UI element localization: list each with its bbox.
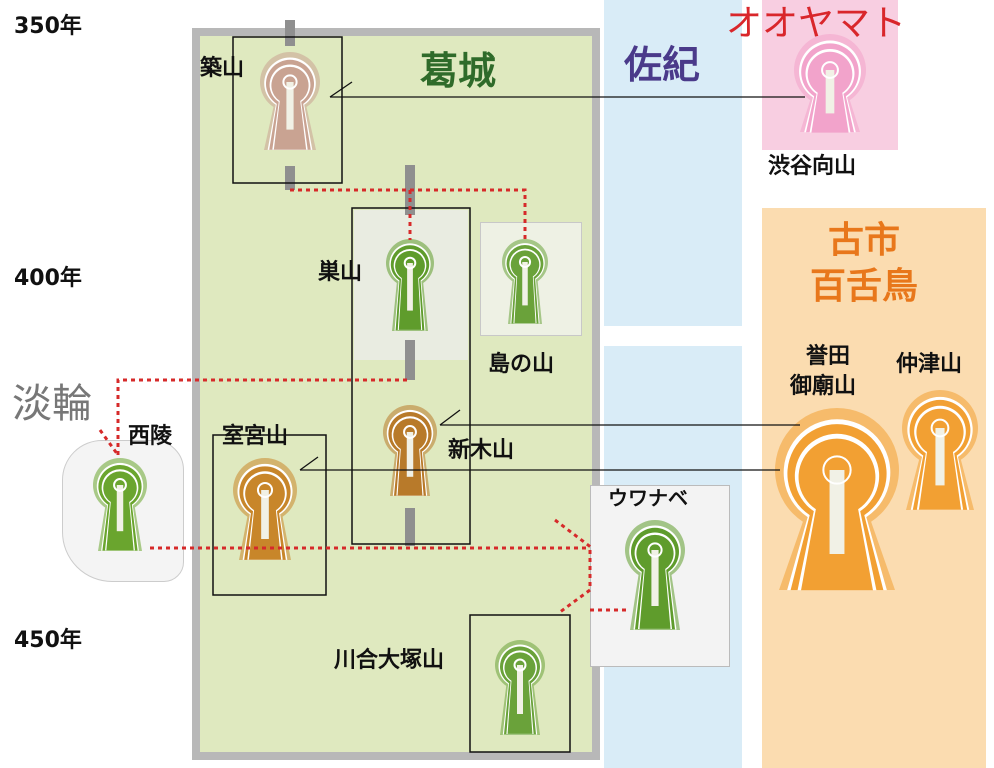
- gray-axis-bar: [405, 340, 415, 380]
- dotted-link-line: [559, 550, 592, 614]
- gray-axis-bar: [285, 166, 295, 190]
- shibutanimukaiyama-label: 渋谷向山: [768, 154, 857, 179]
- gray-axis-bar: [285, 20, 295, 46]
- nakatsuyama-center: [930, 418, 950, 438]
- nakatsuyama-stem: [935, 428, 945, 486]
- map-frame: [232, 36, 343, 184]
- kondagobyoyama-center: [822, 455, 852, 485]
- shimanoyama-label: 島の山: [488, 352, 555, 377]
- shibutanimukaiyama-mound: [794, 33, 866, 133]
- nishimisasagi-center: [113, 478, 127, 492]
- year-400: 400年: [14, 266, 82, 291]
- year-350: 350年: [14, 14, 82, 39]
- kondagobyoyama-mound: [774, 408, 899, 591]
- dotted-link-line: [554, 518, 593, 550]
- kondagobyoyama-label-2: 御廟山: [790, 374, 857, 399]
- suyama-stem: [407, 263, 413, 311]
- mozu-label: 百舌鳥: [810, 265, 919, 307]
- shinkiyama-mound: [382, 404, 437, 496]
- shibutanimukaiyama-center: [821, 61, 839, 79]
- kazuraki-region: [192, 28, 600, 760]
- kawaiotsukayama-center: [513, 658, 527, 672]
- saki-label: 佐紀: [624, 42, 701, 87]
- map-frame: [212, 434, 327, 596]
- suyama-label: 巣山: [318, 260, 363, 285]
- tsukiyama-mound: [260, 52, 320, 150]
- nishimisasagi-stem: [116, 485, 124, 532]
- shinkiyama-stem: [406, 432, 414, 477]
- suyama-mound: [386, 239, 434, 331]
- uwanabe-mound: [625, 520, 685, 630]
- tsukiyama-stem: [286, 82, 294, 130]
- nishimisasagi-label: 西陵: [128, 424, 173, 449]
- dotted-link-line: [290, 188, 527, 240]
- nishimisasagi-mound: [93, 458, 148, 551]
- uwanabe-stem: [651, 550, 659, 606]
- dotted-link-line: [116, 378, 410, 455]
- connector-line: [439, 409, 461, 426]
- nakatsuyama-label: 仲津山: [896, 352, 963, 377]
- kondagobyoyama-label-1: 誉田: [806, 344, 851, 369]
- shinkiyama-label: 新木山: [448, 438, 515, 463]
- muromiyayama-label: 室宮山: [222, 424, 289, 449]
- tsukiyama-center: [282, 74, 298, 90]
- tsukiyama-label: 築山: [200, 56, 245, 81]
- map-frame: [469, 614, 571, 753]
- kazuraki-label: 葛城: [420, 48, 497, 93]
- muromiyayama-stem: [261, 490, 269, 539]
- oyamato-label: オオヤマト: [726, 3, 907, 44]
- muromiyayama-mound: [233, 458, 297, 560]
- shibutanimukaiyama-stem: [825, 70, 835, 114]
- gray-axis-bar: [405, 508, 415, 546]
- saki-region-upper: [604, 0, 742, 326]
- shinkiyama-center: [403, 425, 417, 439]
- uwanabe-label: ウワナベ: [608, 486, 688, 510]
- shimanoyama-center: [518, 255, 532, 269]
- awaji-label: 淡輪: [12, 381, 92, 427]
- connector-line: [329, 81, 353, 98]
- kawaiotsukayama-stem: [517, 665, 523, 714]
- furuichi-label: 古市: [828, 219, 901, 261]
- muromiyayama-center: [256, 481, 274, 499]
- shimanoyama-mound: [502, 239, 548, 324]
- uwanabe-center: [647, 542, 663, 558]
- year-450: 450年: [14, 628, 82, 653]
- connector-line: [299, 456, 319, 471]
- kondagobyoyama-stem: [829, 470, 845, 554]
- shimanoyama-stem: [522, 262, 528, 306]
- kawaiotsukayama-mound: [494, 640, 545, 735]
- nakatsuyama-mound: [902, 390, 979, 510]
- suyama-center: [403, 256, 417, 270]
- kawaiotsukayama-label: 川合大塚山: [334, 648, 445, 673]
- dotted-link-line: [98, 429, 120, 456]
